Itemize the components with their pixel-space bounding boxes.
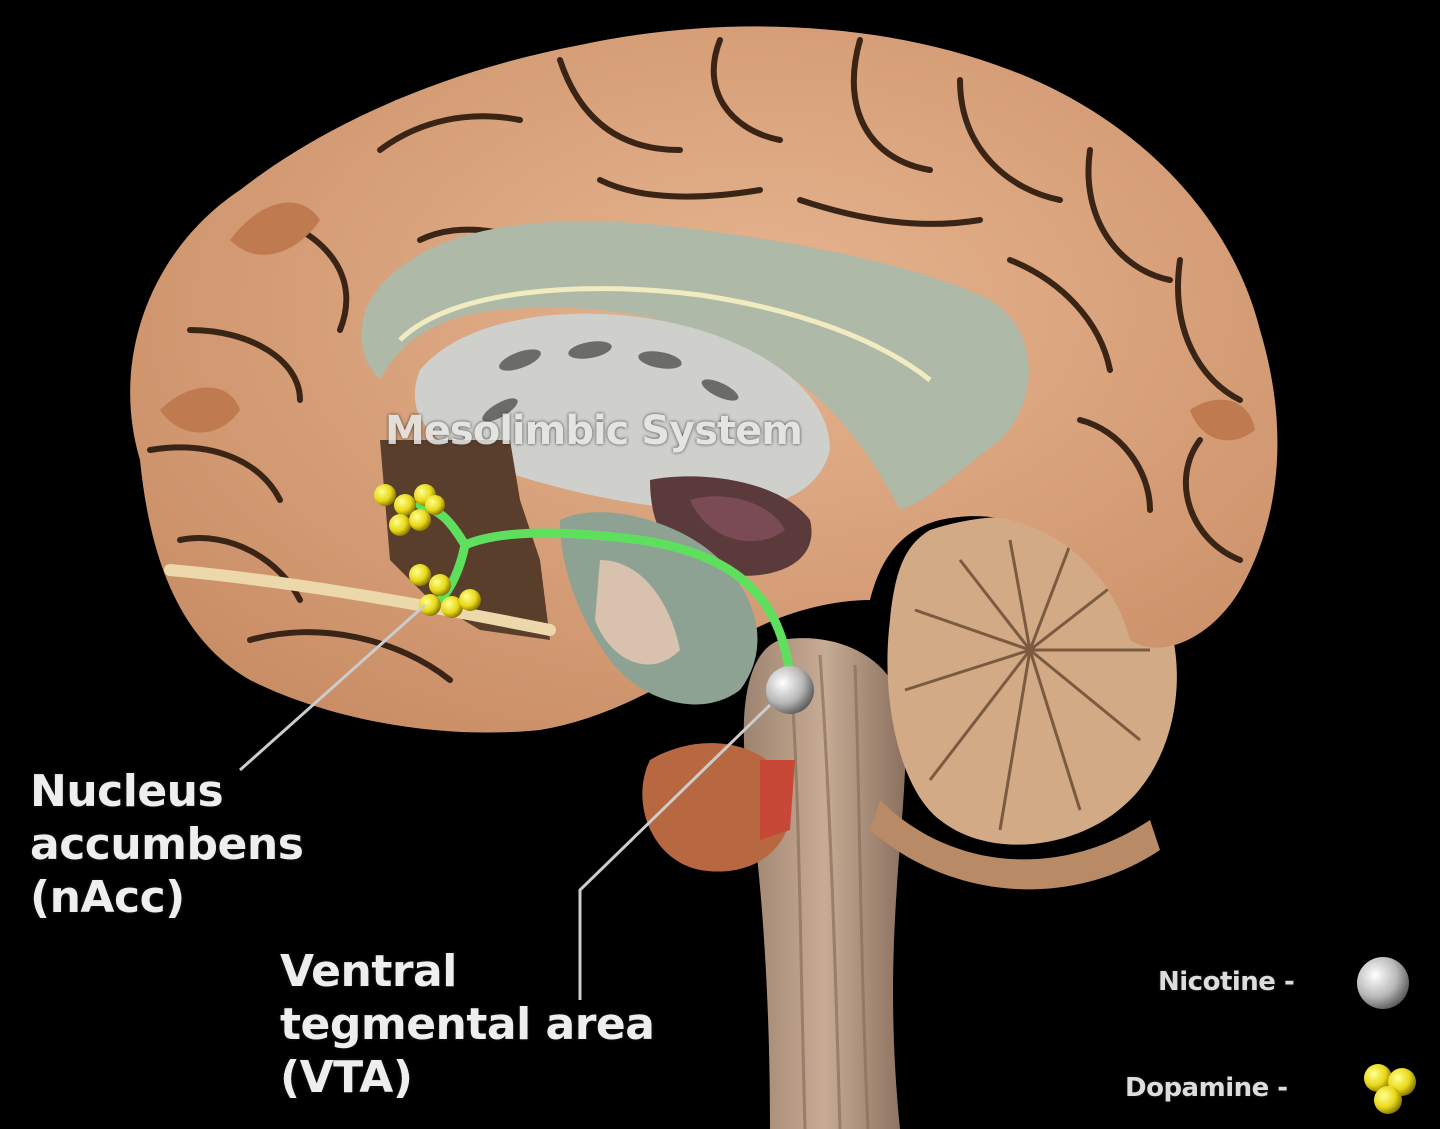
label-vta-line-3: (VTA) <box>280 1052 413 1103</box>
label-nacc-line-2: accumbens <box>30 819 304 870</box>
label-vta-line-1: Ventral <box>280 946 457 997</box>
label-vta-line-2: tegmental area <box>280 999 655 1050</box>
dopamine-cluster-upper <box>374 484 445 536</box>
vta-leader-line <box>578 703 772 1000</box>
label-ventral-tegmental-area: Ventral tegmental area (VTA) <box>280 945 655 1104</box>
label-nucleus-accumbens: Nucleus accumbens (nAcc) <box>30 765 304 924</box>
nicotine-molecule <box>766 666 814 714</box>
label-nacc-line-1: Nucleus <box>30 766 224 817</box>
legend-dopamine-label: Dopamine - <box>1125 1073 1288 1103</box>
mesolimbic-pathway <box>415 500 795 680</box>
nacc-leader-line <box>239 603 426 772</box>
legend-nicotine-icon <box>1357 957 1409 1009</box>
cerebellum <box>870 516 1177 890</box>
dopamine-cluster-lower <box>409 564 481 618</box>
pons <box>642 743 792 872</box>
diagram-title: Mesolimbic System <box>385 408 803 454</box>
label-nacc-line-3: (nAcc) <box>30 872 185 923</box>
legend-nicotine-label: Nicotine - <box>1158 967 1295 997</box>
legend-dopamine-icon <box>1364 1064 1416 1114</box>
